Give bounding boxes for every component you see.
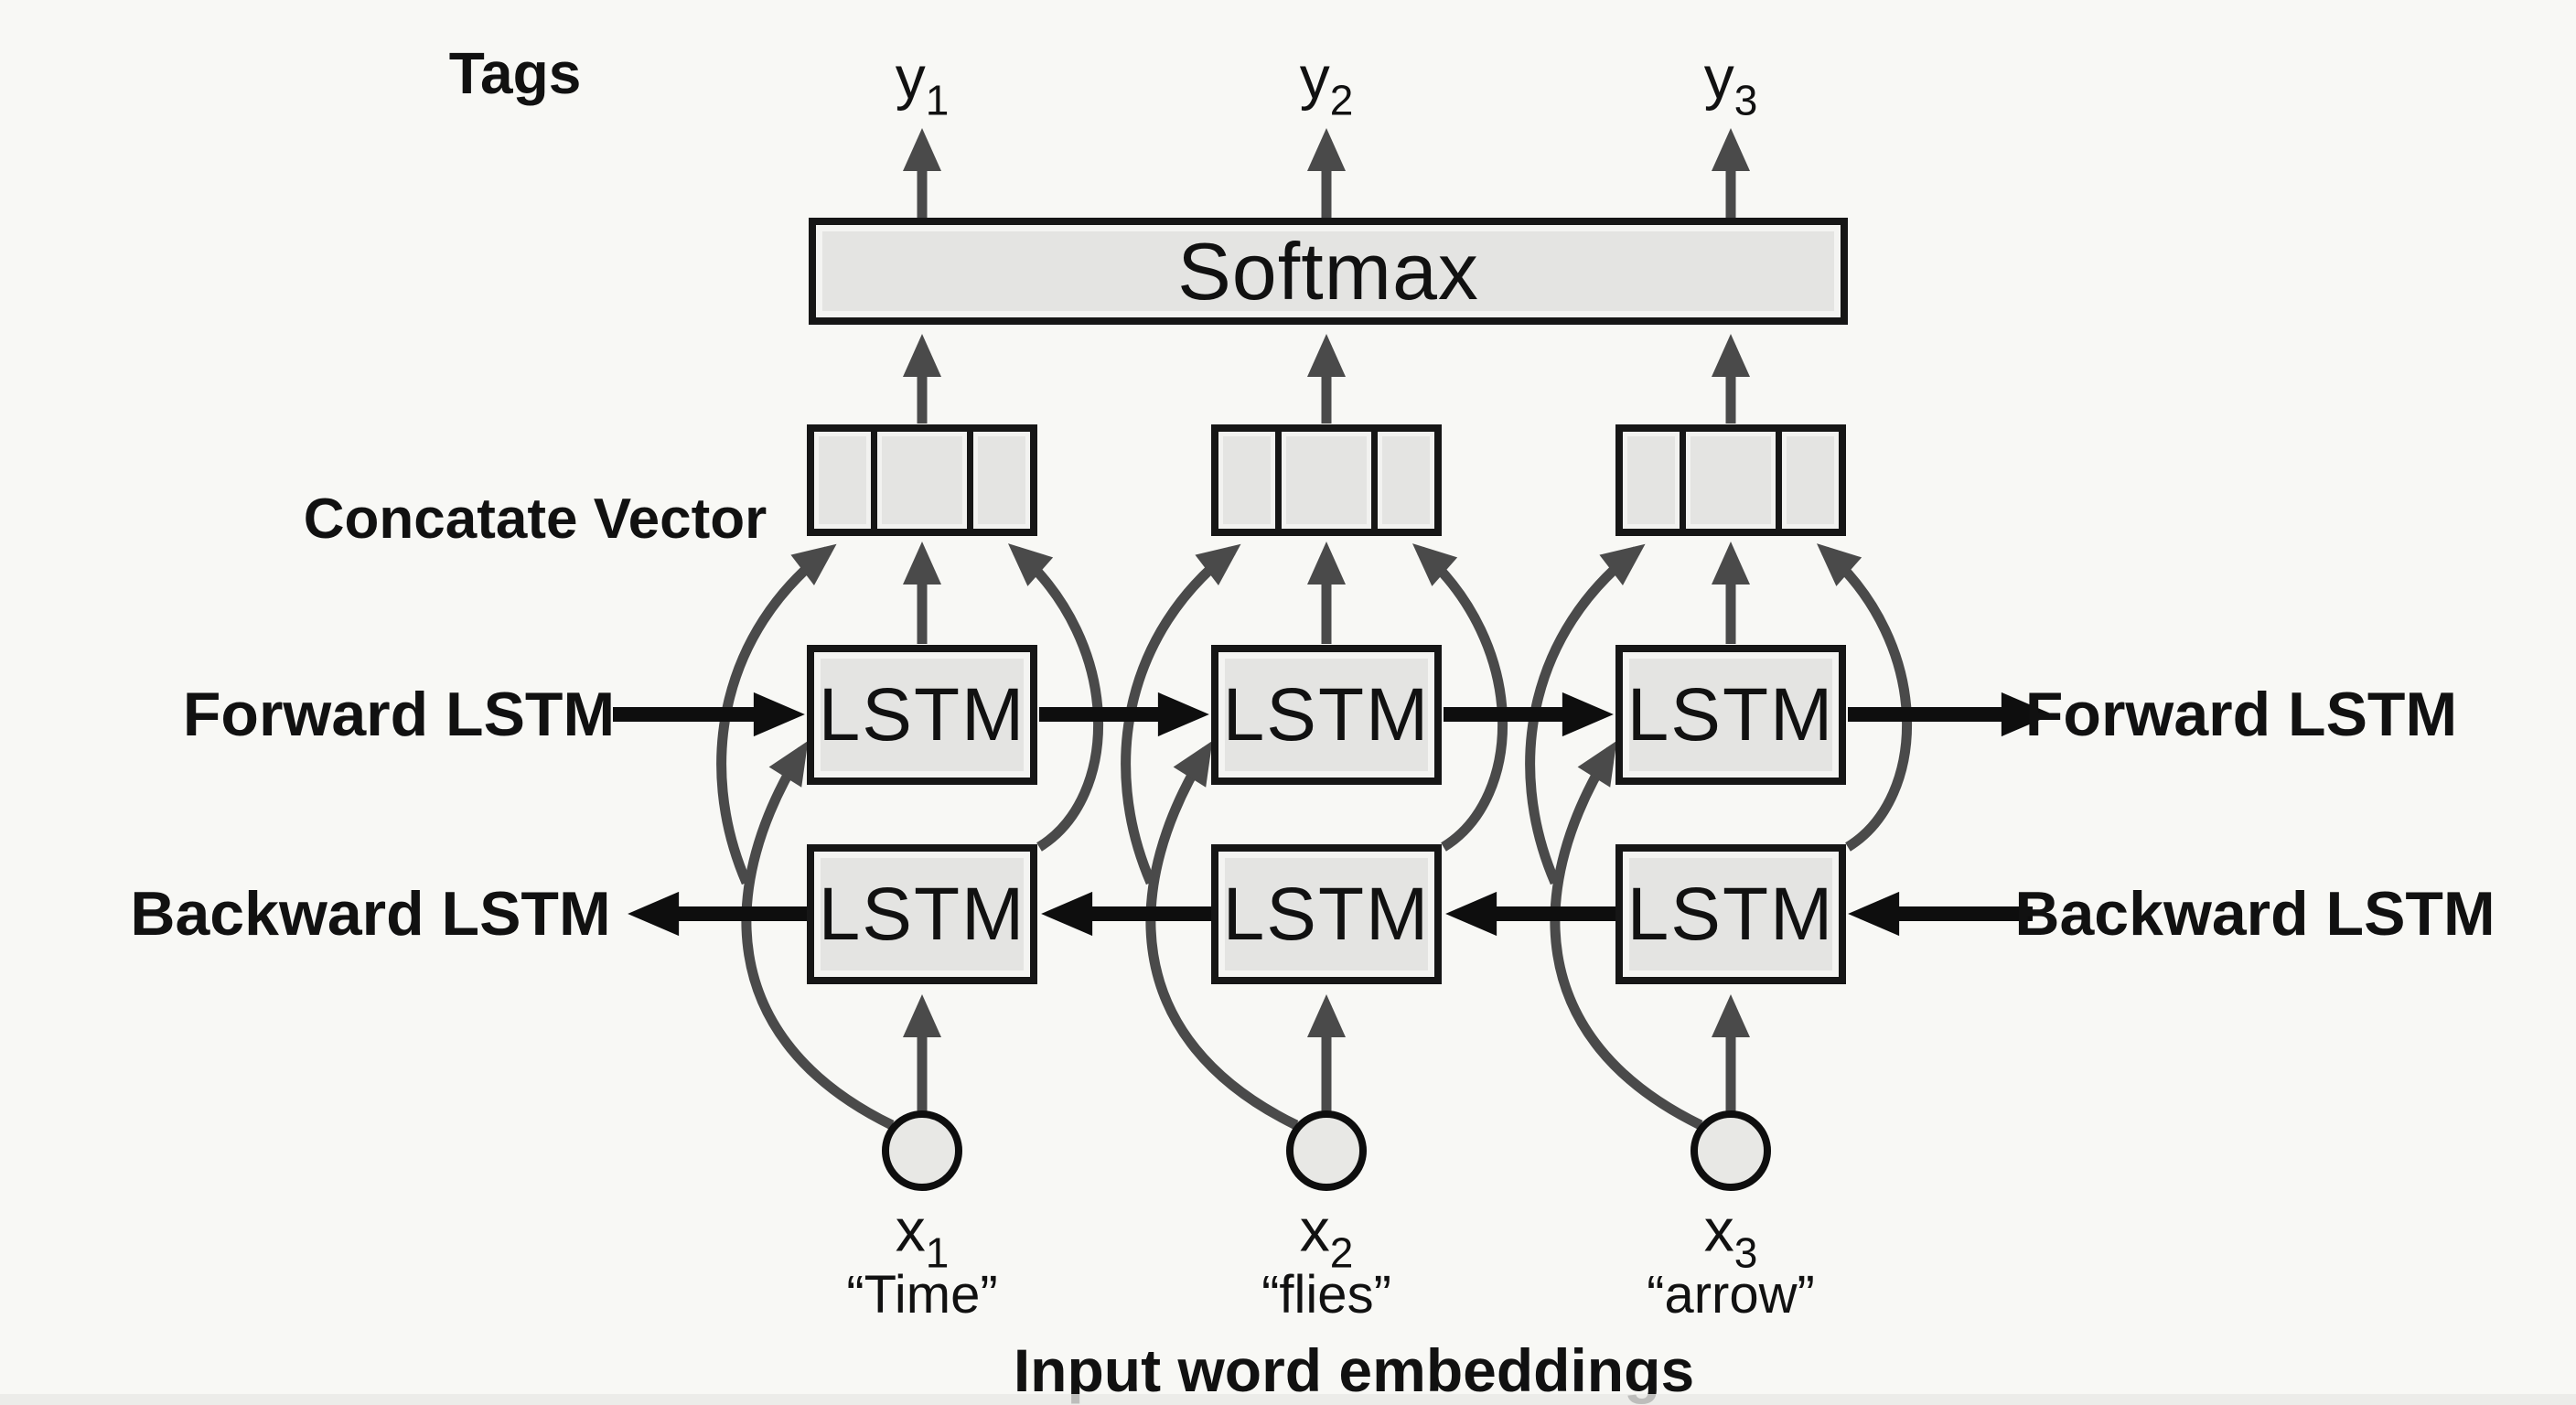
softmax-label: Softmax [1177,225,1479,316]
concat-cell [814,432,872,529]
concat-vector-box-2 [1211,424,1442,536]
forward-lstm-label-left: Forward LSTM [182,680,616,749]
softmax-box: Softmax [809,218,1848,325]
input-circle-1 [882,1110,962,1191]
concat-cell [1218,432,1276,529]
output-label-y3: y3 [1703,43,1758,124]
curve-input2-to-forward2 [1145,740,1299,1130]
lstm-label: LSTM [818,872,1026,956]
curve-input3-to-forward3 [1550,740,1703,1130]
curve-input1-to-forward1 [741,740,895,1130]
concat-cell [1781,432,1839,529]
concat-cell [1680,432,1782,529]
backward-lstm-label-left: Backward LSTM [130,879,611,949]
backward-lstm-box-1: LSTM [807,844,1037,984]
input-word-2: “flies” [1261,1265,1391,1325]
tags-label: Tags [448,40,582,106]
concat-cell [1377,432,1434,529]
input-circle-3 [1690,1110,1771,1191]
input-word-embeddings-caption: Input word embeddings [1013,1336,1695,1404]
concat-cell [871,432,973,529]
forward-lstm-box-2: LSTM [1211,645,1442,785]
scan-edge-artifact [0,1394,2576,1405]
concat-vector-box-1 [807,424,1037,536]
concat-cell [1275,432,1378,529]
forward-lstm-box-1: LSTM [807,645,1037,785]
concat-cell [972,432,1030,529]
input-word-3: “arrow” [1647,1265,1815,1325]
lstm-label: LSTM [1222,872,1431,956]
backward-lstm-box-3: LSTM [1615,844,1846,984]
concatenate-vector-label: Concatate Vector [303,488,767,551]
forward-lstm-label-right: Forward LSTM [2024,680,2458,749]
input-label-x3: x3 [1703,1196,1758,1277]
output-label-y2: y2 [1299,43,1354,124]
concat-vector-box-3 [1615,424,1846,536]
lstm-label: LSTM [1626,672,1835,756]
lstm-label: LSTM [1626,872,1835,956]
forward-lstm-box-3: LSTM [1615,645,1846,785]
lstm-label: LSTM [818,672,1026,756]
input-circle-2 [1286,1110,1367,1191]
curve-backward3-to-concat3-left [1525,543,1646,885]
lstm-label: LSTM [1222,672,1431,756]
backward-lstm-box-2: LSTM [1211,844,1442,984]
input-word-1: “Time” [846,1265,998,1325]
backward-lstm-label-right: Backward LSTM [2014,879,2496,949]
input-label-x2: x2 [1299,1196,1354,1277]
curve-backward2-to-concat2-left [1121,543,1241,885]
curve-backward1-to-concat1-left [716,543,837,885]
output-label-y1: y1 [895,43,950,124]
concat-cell [1623,432,1680,529]
input-label-x1: x1 [895,1196,950,1277]
